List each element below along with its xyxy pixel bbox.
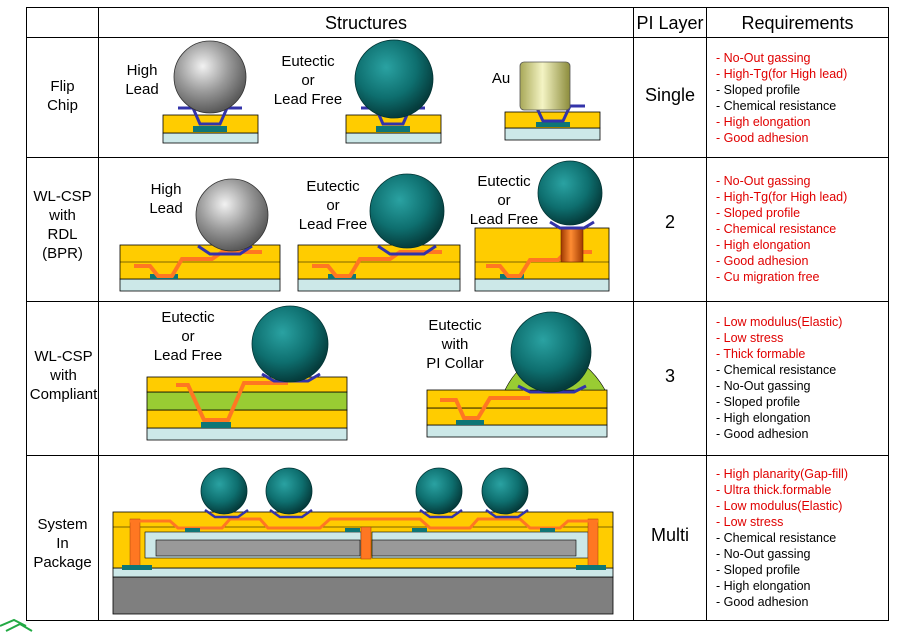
pi-layer-sip: Multi [650,525,689,545]
requirement-item: - Sloped profile [716,395,801,409]
pi-layer-wlcsp-rdl: 2 [664,212,675,232]
flip-chip-structure-2 [345,39,442,144]
requirement-item: - Low stress [716,331,784,345]
pi-layer-wlcsp-compliant: 3 [664,366,675,386]
requirements-flip-chip: - No-Out gassing - High-Tg(for High lead… [716,50,847,146]
wlcsp-rdl-structure-2 [297,173,461,292]
requirement-item: - Good adhesion [716,254,809,268]
requirement-item: - No-Out gassing [716,547,811,561]
requirements-sip: - High planarity(Gap-fill) - Ultra thick… [716,466,848,610]
corner-logo [0,618,33,632]
requirement-item: - High-Tg(for High lead) [716,67,848,81]
pi-layer-flip-chip: Single [644,85,696,105]
requirement-item: - Good adhesion [716,427,809,441]
table-grid [26,7,889,621]
requirement-item: - High elongation [716,238,811,252]
requirement-item: - No-Out gassing [716,379,811,393]
requirement-item: - High elongation [716,579,811,593]
requirement-item: - Cu migration free [716,270,820,284]
requirement-item: - Low modulus(Elastic) [716,315,843,329]
flip-chip-structure-3 [504,61,601,141]
requirement-item: - Chemical resistance [716,222,837,236]
wlcsp-compliant-structure-1 [146,305,348,441]
requirement-item: - Low stress [716,515,784,529]
requirements-wlcsp-rdl: - No-Out gassing - High-Tg(for High lead… [716,173,847,285]
requirement-item: - High planarity(Gap-fill) [716,467,848,481]
requirements-wlcsp-compliant: - Low modulus(Elastic) - Low stress - Th… [716,314,842,442]
requirement-item: - High elongation [716,115,811,129]
requirement-item: - Sloped profile [716,83,801,97]
wlcsp-rdl-structure-1 [119,178,281,292]
flip-chip-structure-1 [162,40,259,144]
requirement-item: - Chemical resistance [716,531,837,545]
wlcsp-rdl-structure-3 [474,160,610,292]
requirement-item: - Thick formable [716,347,806,361]
header-pi-layer: PI Layer [636,13,704,33]
requirement-item: - Chemical resistance [716,363,837,377]
requirement-item: - No-Out gassing [716,174,811,188]
sip-structure [112,467,614,615]
requirement-item: - Ultra thick.formable [716,483,832,497]
header-requirements: Requirements [741,13,854,33]
requirement-item: - High elongation [716,411,811,425]
requirement-item: - Low modulus(Elastic) [716,499,843,513]
requirement-item: - Sloped profile [716,206,801,220]
requirement-item: - Good adhesion [716,131,809,145]
caption-au: Au [491,70,511,87]
requirement-item: - No-Out gassing [716,51,811,65]
requirement-item: - High-Tg(for High lead) [716,190,848,204]
requirement-item: - Good adhesion [716,595,809,609]
requirement-item: - Sloped profile [716,563,801,577]
requirement-item: - Chemical resistance [716,99,837,113]
header-structures: Structures [324,13,408,33]
wlcsp-compliant-structure-2 [426,311,608,438]
